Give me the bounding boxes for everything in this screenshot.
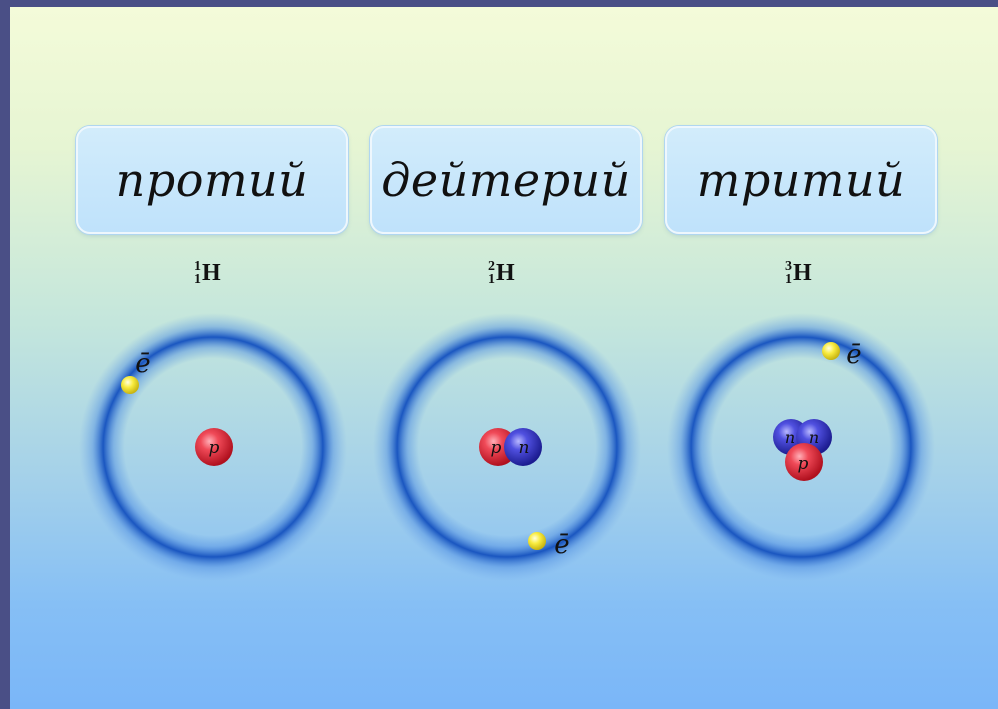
protium-proton: p — [195, 428, 233, 466]
svg-text:p: p — [209, 438, 220, 458]
tritium-proton: p — [785, 443, 823, 481]
deuterium-atom: p n ē — [373, 313, 641, 581]
tritium-electron: ē — [822, 340, 862, 370]
svg-text:ē: ē — [554, 530, 569, 560]
svg-text:ē: ē — [846, 340, 861, 370]
protium-symbol: 1 1 H — [194, 253, 221, 293]
svg-text:p: p — [491, 438, 502, 458]
protium-atomic-number: 1 — [194, 272, 201, 287]
tritium-mass-number: 3 — [785, 259, 792, 274]
svg-text:n: n — [785, 428, 795, 447]
atom-diagrams: p ē p n ē — [79, 313, 935, 581]
deuterium-name-card: дейтерий — [370, 126, 642, 234]
deuterium-electron: ē — [528, 530, 570, 560]
deuterium-symbol: 2 1 H — [488, 253, 515, 293]
tritium-atom: n n p ē — [667, 313, 935, 581]
slide: протий дейтерий тритий 1 1 H 2 1 H 3 1 H — [10, 7, 998, 709]
tritium-name: тритий — [696, 153, 906, 207]
deuterium-mass-number: 2 — [488, 259, 495, 274]
protium-element: H — [202, 259, 221, 286]
protium-electron: ē — [121, 349, 151, 394]
deuterium-element: H — [496, 259, 515, 286]
svg-text:ē: ē — [135, 349, 150, 379]
protium-mass-number: 1 — [194, 259, 201, 274]
protium-name: протий — [115, 153, 309, 207]
tritium-name-card: тритий — [665, 126, 937, 234]
tritium-element: H — [793, 259, 812, 286]
deuterium-name: дейтерий — [381, 153, 631, 207]
deuterium-atomic-number: 1 — [488, 272, 495, 287]
deuterium-neutron: n — [504, 428, 542, 466]
protium-name-card: протий — [76, 126, 348, 234]
svg-text:n: n — [809, 428, 819, 447]
tritium-symbol: 3 1 H — [785, 253, 812, 293]
tritium-atomic-number: 1 — [785, 272, 792, 287]
svg-text:p: p — [798, 454, 809, 474]
protium-atom: p ē — [79, 313, 347, 581]
svg-text:n: n — [519, 438, 530, 458]
